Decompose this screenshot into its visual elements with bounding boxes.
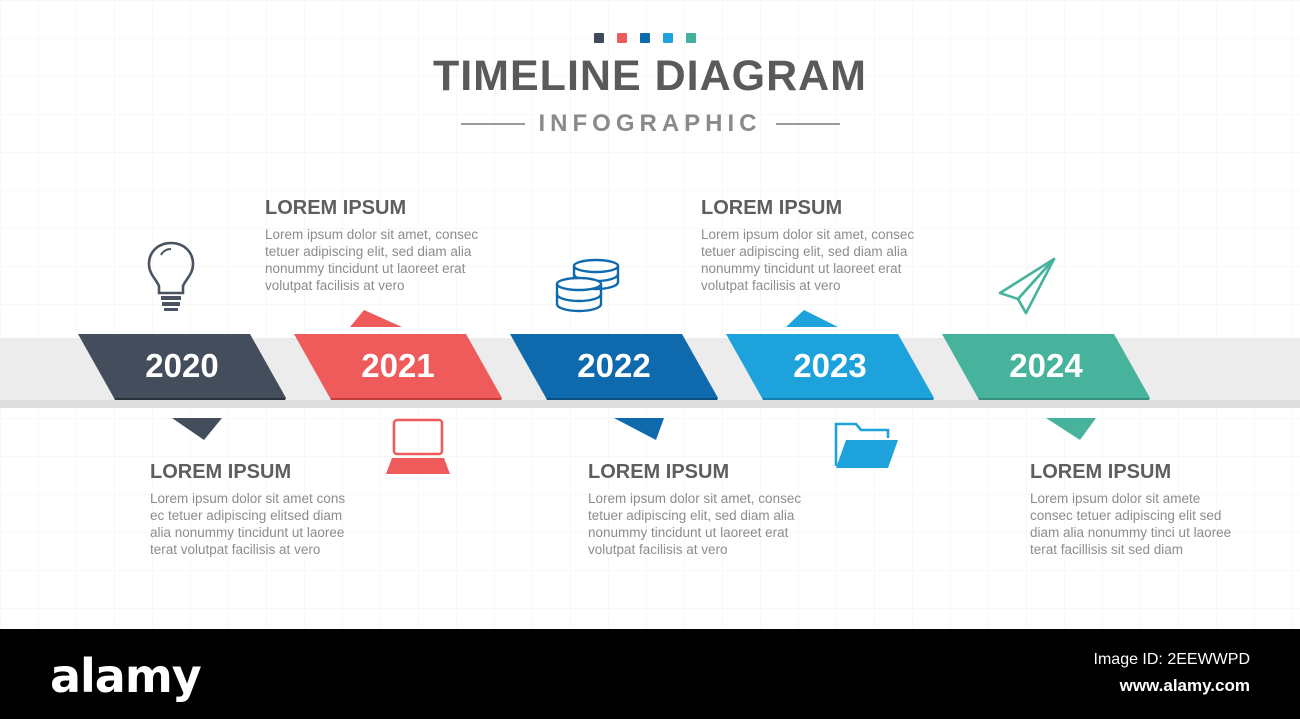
color-dot xyxy=(686,33,696,43)
footer-bar: alamy Image ID: 2EEWWPD www.alamy.com xyxy=(0,629,1300,719)
milestone-body: Lorem ipsum dolor sit amet, consec tetue… xyxy=(265,226,515,294)
milestone-heading: LOREM IPSUM xyxy=(150,461,292,483)
body-line: Lorem ipsum dolor sit amet, consec xyxy=(265,227,479,242)
tab-year: 2023 xyxy=(793,347,867,384)
image-id: Image ID: 2EEWWPD xyxy=(1093,651,1250,668)
milestone-heading: LOREM IPSUM xyxy=(1030,461,1172,483)
color-dot xyxy=(640,33,650,43)
page-subtitle: INFOGRAPHIC xyxy=(538,110,762,137)
paper-plane-icon xyxy=(998,257,1056,315)
tab-year: 2020 xyxy=(145,347,219,384)
tab-year: 2022 xyxy=(577,347,651,384)
body-line: terat facillisis sit sed diam xyxy=(1030,542,1184,557)
milestone-block-2021: LOREM IPSUM Lorem ipsum dolor sit amet, … xyxy=(265,197,515,294)
tab-shape xyxy=(294,334,502,400)
subtitle-divider-right xyxy=(775,123,840,125)
pointer-up-2021 xyxy=(350,310,402,327)
timeline-tab-2022: 2022 xyxy=(510,334,718,400)
milestone-body: Lorem ipsum dolor sit amet, consec tetue… xyxy=(701,226,951,294)
pointer-up-2023 xyxy=(786,310,838,327)
body-line: tetuer adipiscing elit, sed diam alia xyxy=(588,508,795,523)
tab-shape xyxy=(726,334,934,400)
milestone-heading: LOREM IPSUM xyxy=(265,197,407,219)
body-line: Lorem ipsum dolor sit amet, consec xyxy=(588,491,802,506)
body-line: nonummy tincidunt ut laoreet erat xyxy=(265,261,466,276)
color-dot xyxy=(594,33,604,43)
body-line: nonummy tincidunt ut laoreet erat xyxy=(701,261,902,276)
color-dots xyxy=(594,33,696,43)
tab-shape xyxy=(942,334,1150,400)
pointer-down-2022 xyxy=(614,418,664,440)
body-line: tetuer adipiscing elit, sed diam alia xyxy=(265,244,472,259)
milestone-body: Lorem ipsum dolor sit amet, consec tetue… xyxy=(588,490,838,558)
body-line: Lorem ipsum dolor sit amet, consec xyxy=(701,227,915,242)
timeline-tab-2023: 2023 xyxy=(726,334,934,400)
body-line: Lorem ipsum dolor sit amet cons xyxy=(150,491,346,506)
body-line: volutpat facilisis at vero xyxy=(701,278,841,293)
coins-icon xyxy=(555,258,620,313)
subtitle-row: INFOGRAPHIC xyxy=(0,110,1300,138)
tab-year: 2021 xyxy=(361,347,435,384)
body-line: terat volutpat facilisis at vero xyxy=(150,542,321,557)
laptop-icon xyxy=(386,418,450,474)
folder-icon xyxy=(834,422,898,468)
body-line: alia nonummy tincidunt ut laoree xyxy=(150,525,345,540)
body-line: volutpat facilisis at vero xyxy=(265,278,405,293)
milestone-heading: LOREM IPSUM xyxy=(701,197,843,219)
body-line: diam alia nonummy tinci ut laoree xyxy=(1030,525,1232,540)
milestone-heading: LOREM IPSUM xyxy=(588,461,730,483)
milestone-body: Lorem ipsum dolor sit amete consec tetue… xyxy=(1030,490,1280,558)
body-line: ec tetuer adipiscing elitsed diam xyxy=(150,508,343,523)
pointer-down-2020 xyxy=(172,418,222,440)
tab-shape xyxy=(510,334,718,400)
tab-shape xyxy=(78,334,286,400)
timeline-tab-2024: 2024 xyxy=(942,334,1150,400)
body-line: tetuer adipiscing elit, sed diam alia xyxy=(701,244,908,259)
body-line: Lorem ipsum dolor sit amete xyxy=(1030,491,1201,506)
body-line: consec tetuer adipiscing elit sed xyxy=(1030,508,1222,523)
timeline-band-shadow xyxy=(0,400,1300,408)
background-grid xyxy=(0,0,1300,629)
tab-year: 2024 xyxy=(1009,347,1083,384)
milestone-block-2023: LOREM IPSUM Lorem ipsum dolor sit amet, … xyxy=(701,197,951,294)
pointer-down-2024 xyxy=(1046,418,1096,440)
milestone-block-2020: LOREM IPSUM Lorem ipsum dolor sit amet c… xyxy=(150,461,400,558)
color-dot xyxy=(617,33,627,43)
page-title: TIMELINE DIAGRAM xyxy=(432,52,868,100)
milestone-block-2024: LOREM IPSUM Lorem ipsum dolor sit amete … xyxy=(1030,461,1280,558)
subtitle-divider-left xyxy=(460,123,525,125)
brand-logo: alamy xyxy=(50,649,202,703)
timeline-tab-2021: 2021 xyxy=(294,334,502,400)
site-url: www.alamy.com xyxy=(1119,676,1250,695)
color-dot xyxy=(663,33,673,43)
body-line: nonummy tincidunt ut laoreet erat xyxy=(588,525,789,540)
lightbulb-icon xyxy=(147,241,195,311)
body-line: volutpat facilisis at vero xyxy=(588,542,728,557)
milestone-block-2022: LOREM IPSUM Lorem ipsum dolor sit amet, … xyxy=(588,461,838,558)
milestone-body: Lorem ipsum dolor sit amet cons ec tetue… xyxy=(150,490,400,558)
timeline-tab-2020: 2020 xyxy=(78,334,286,400)
